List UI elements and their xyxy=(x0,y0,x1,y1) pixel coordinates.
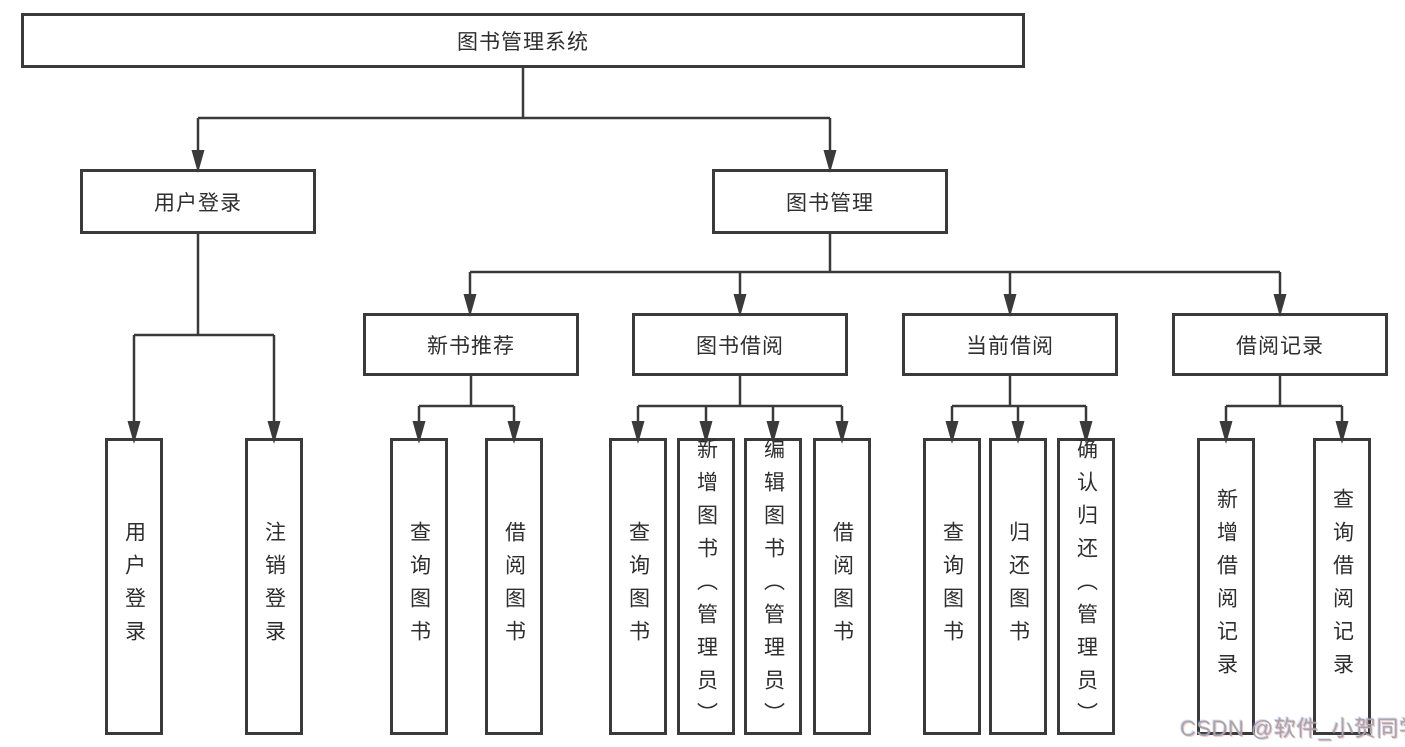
node-book-borrowing: 图书借阅 xyxy=(632,313,848,376)
leaf-return-books-label: 归还图书 xyxy=(1006,520,1030,653)
node-book-borrowing-label: 图书借阅 xyxy=(696,334,784,358)
leaf-query-borrow-record: 查询借阅记录 xyxy=(1313,438,1371,735)
leaf-return-books: 归还图书 xyxy=(989,438,1047,735)
csdn-watermark: CSDN @软件_小贺同学 xyxy=(1180,716,1405,741)
node-new-book-recommendation: 新书推荐 xyxy=(363,313,579,376)
node-new-book-recommendation-label: 新书推荐 xyxy=(427,334,515,358)
leaf-query-borrow-record-label: 查询借阅记录 xyxy=(1330,487,1354,686)
leaf-logout: 注销登录 xyxy=(245,438,303,735)
leaf-borrow-books-recommend-label: 借阅图书 xyxy=(502,520,526,653)
leaf-logout-label: 注销登录 xyxy=(262,520,286,653)
leaf-borrow-books-recommend: 借阅图书 xyxy=(485,438,543,735)
leaf-add-borrow-record: 新增借阅记录 xyxy=(1197,438,1255,735)
leaf-query-books-borrow: 查询图书 xyxy=(609,438,667,735)
leaf-edit-books-admin: 编辑图书（管理员） xyxy=(744,438,802,735)
leaf-confirm-return-admin-label: 确认归还（管理员） xyxy=(1074,438,1098,735)
node-book-management: 图书管理 xyxy=(712,169,948,234)
leaf-user-login-label: 用户登录 xyxy=(122,520,146,653)
leaf-query-books-recommend: 查询图书 xyxy=(390,438,448,735)
node-current-borrowing-label: 当前借阅 xyxy=(966,334,1054,358)
node-root-label: 图书管理系统 xyxy=(457,30,589,54)
node-current-borrowing: 当前借阅 xyxy=(902,313,1118,376)
leaf-query-books-current-label: 查询图书 xyxy=(940,520,964,653)
node-book-management-label: 图书管理 xyxy=(786,191,874,215)
leaf-add-borrow-record-label: 新增借阅记录 xyxy=(1214,487,1238,686)
leaf-user-login: 用户登录 xyxy=(105,438,163,735)
node-root-system: 图书管理系统 xyxy=(21,13,1025,68)
leaf-confirm-return-admin: 确认归还（管理员） xyxy=(1057,438,1115,735)
node-borrowing-records: 借阅记录 xyxy=(1172,313,1388,376)
leaf-edit-books-admin-label: 编辑图书（管理员） xyxy=(761,438,785,735)
leaf-query-books-borrow-label: 查询图书 xyxy=(626,520,650,653)
leaf-query-books-current: 查询图书 xyxy=(923,438,981,735)
leaf-query-books-recommend-label: 查询图书 xyxy=(407,520,431,653)
node-user-login-label: 用户登录 xyxy=(154,191,242,215)
leaf-add-books-admin: 新增图书（管理员） xyxy=(677,438,735,735)
node-user-login: 用户登录 xyxy=(80,169,316,234)
leaf-add-books-admin-label: 新增图书（管理员） xyxy=(694,438,718,735)
leaf-borrow-books: 借阅图书 xyxy=(813,438,871,735)
node-borrowing-records-label: 借阅记录 xyxy=(1236,334,1324,358)
leaf-borrow-books-label: 借阅图书 xyxy=(830,520,854,653)
